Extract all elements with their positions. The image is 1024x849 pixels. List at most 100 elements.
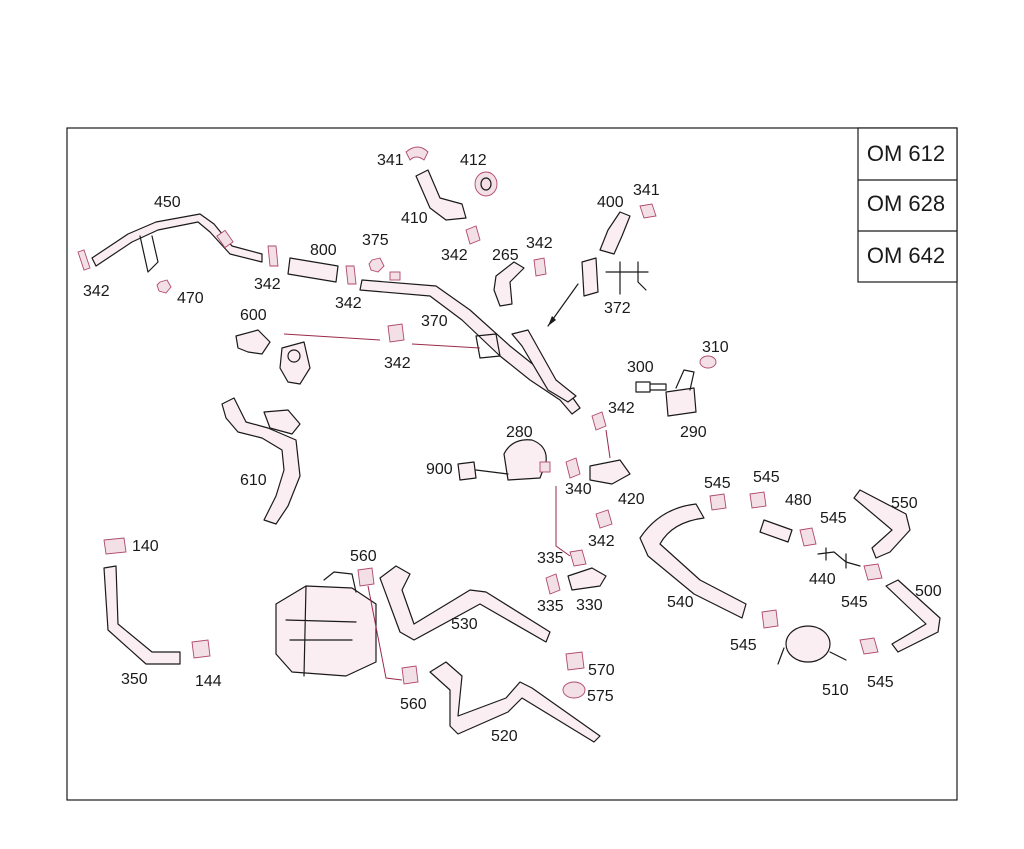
callout-480: 480 [785, 492, 812, 509]
callout-341: 341 [377, 152, 404, 169]
callout-330: 330 [576, 597, 603, 614]
clamp-342-left [77, 249, 91, 271]
clamp-342-g [591, 411, 611, 459]
hose-330 [567, 567, 607, 591]
clamp-545-e [761, 609, 779, 629]
hose-500 [885, 579, 941, 653]
mount-290 [665, 369, 697, 417]
plug-900 [457, 461, 477, 481]
callout-545: 545 [704, 475, 731, 492]
hose-420 [589, 459, 631, 485]
hose-600 [235, 329, 271, 355]
clamp-545-c [799, 527, 817, 547]
clamp-570 [565, 651, 585, 671]
washer-310 [699, 355, 717, 369]
hose-480 [759, 519, 793, 543]
clamp-342-f [387, 323, 405, 343]
callout-375: 375 [362, 232, 389, 249]
clamp-342-h [595, 509, 613, 529]
clamp-335-b [545, 573, 561, 595]
clamp-560-b [401, 665, 419, 685]
clamp-341-b [639, 203, 657, 219]
callout-412: 412 [460, 152, 487, 169]
clamp-342-265 [533, 257, 547, 277]
hose-400 [599, 211, 631, 255]
hose-550 [853, 489, 911, 559]
clamp-342-c [345, 265, 357, 285]
engine-variant-2: OM 628 [867, 191, 945, 216]
callout-450: 450 [154, 194, 181, 211]
callout-420: 420 [618, 491, 645, 508]
callout-342: 342 [588, 533, 615, 550]
callout-550: 550 [891, 495, 918, 512]
callout-800: 800 [310, 242, 337, 259]
callout-342: 342 [608, 400, 635, 417]
engine-variant-3: OM 642 [867, 243, 945, 268]
leader-600 [283, 333, 481, 349]
leader-pump [555, 486, 571, 557]
callout-600: 600 [240, 307, 267, 324]
callout-280: 280 [506, 424, 533, 441]
callout-labels: 341 412 410 342 400 341 450 375 342 265 … [83, 152, 942, 745]
hose-530 [379, 565, 551, 643]
callout-545: 545 [753, 469, 780, 486]
callout-342: 342 [384, 355, 411, 372]
pump-280 [475, 439, 551, 481]
callout-510: 510 [822, 682, 849, 699]
clamp-340 [565, 457, 581, 479]
callout-350: 350 [121, 671, 148, 688]
hose-610 [221, 397, 301, 525]
callout-410: 410 [401, 210, 428, 227]
clamp-144 [191, 639, 211, 659]
callout-300: 300 [627, 359, 654, 376]
callout-342: 342 [254, 276, 281, 293]
callout-400: 400 [597, 194, 624, 211]
nut-375 [368, 257, 385, 273]
clamp-560-a [357, 567, 375, 587]
clamp-545-f [859, 637, 879, 655]
callout-335: 335 [537, 598, 564, 615]
callout-520: 520 [491, 728, 518, 745]
bolt-300 [635, 381, 667, 393]
engine-variant-1: OM 612 [867, 141, 945, 166]
callout-144: 144 [195, 673, 222, 690]
callout-340: 340 [565, 481, 592, 498]
nut-470 [156, 279, 172, 294]
callout-570: 570 [588, 662, 615, 679]
grommet-412 [474, 171, 498, 197]
clamp-575 [562, 681, 586, 699]
callout-540: 540 [667, 594, 694, 611]
heater-unit [275, 571, 377, 677]
callout-560: 560 [400, 696, 427, 713]
callout-440: 440 [809, 571, 836, 588]
pipe-370 [359, 271, 581, 415]
diagram-frame [66, 127, 958, 801]
hose-540 [639, 503, 747, 619]
callout-545: 545 [820, 510, 847, 527]
elbow-265 [493, 261, 525, 307]
callout-900: 900 [426, 461, 453, 478]
engine-variant-table: OM 612 OM 628 OM 642 [857, 127, 958, 283]
callout-342: 342 [83, 283, 110, 300]
callout-575: 575 [587, 688, 614, 705]
callout-342: 342 [335, 295, 362, 312]
callout-560: 560 [350, 548, 377, 565]
callout-341: 341 [633, 182, 660, 199]
bracket-372 [547, 257, 649, 327]
callout-545: 545 [867, 674, 894, 691]
leader-heater [367, 585, 403, 681]
callout-470: 470 [177, 290, 204, 307]
clamp-545-d [863, 563, 883, 581]
callout-342: 342 [526, 235, 553, 252]
clamp-335-a [569, 549, 587, 567]
callout-310: 310 [702, 339, 729, 356]
callout-265: 265 [492, 247, 519, 264]
clamp-140 [103, 537, 127, 555]
hose-410 [415, 169, 467, 221]
clamp-545-b [749, 491, 767, 509]
callout-372: 372 [604, 300, 631, 317]
hose-800 [287, 257, 339, 283]
hose-350 [103, 565, 181, 665]
hose-520 [429, 661, 601, 743]
